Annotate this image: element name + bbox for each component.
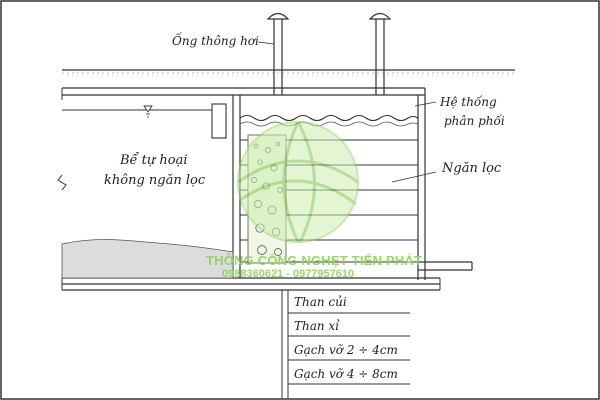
filter-chamber-label: Ngăn lọc (442, 161, 502, 176)
sediment-layer (61, 239, 234, 279)
legend-item-charcoal: Than củi (294, 295, 347, 309)
distribution-system-label-line1: Hệ thống (440, 95, 497, 109)
ground-surface (62, 69, 515, 77)
water-level (62, 103, 227, 139)
legend-frame (281, 290, 410, 398)
outlet-pipe (418, 261, 473, 271)
septic-tank-label-line1: Bể tự hoại (120, 153, 188, 168)
vent-pipes (257, 12, 392, 95)
watermark-phones: 0988360621 - 0977957610 (222, 268, 355, 280)
distribution-system-label-line2: phân phối (444, 114, 505, 128)
legend-item-brick-small: Gạch vỡ 2 ÷ 4cm (294, 343, 398, 357)
legend-item-cinder: Than xỉ (294, 319, 340, 333)
legend-item-brick-large: Gạch vỡ 4 ÷ 8cm (294, 367, 398, 381)
septic-tank-label-line2: không ngăn lọc (104, 173, 206, 188)
vent-pipe-label: Ống thông hơi (172, 34, 259, 48)
tank-walls (57, 87, 441, 291)
watermark-company: THÔNG CỐNG NGHẸT TIẾN PHÁT (206, 253, 423, 268)
distribution-system (239, 101, 437, 127)
watermark-globe (237, 121, 359, 243)
